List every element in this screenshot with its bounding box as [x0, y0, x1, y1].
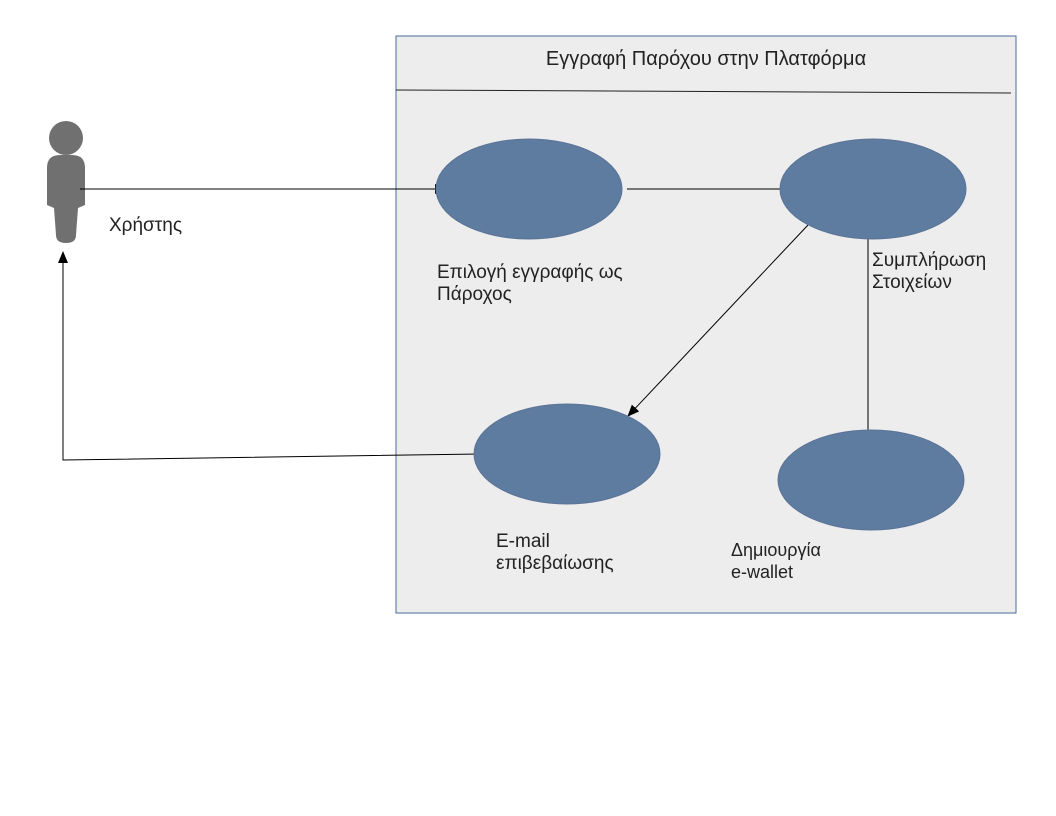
system-boundary — [395, 35, 1017, 614]
use-case-label-line: Πάροχος — [437, 284, 512, 305]
use-case-select-provider — [435, 138, 623, 240]
use-case-label-confirm-email: E-mail επιβεβαίωσης — [496, 531, 614, 575]
use-case-label-line: Δημιουργία — [731, 540, 821, 560]
actor-icon — [47, 121, 85, 243]
use-case-label-line: επιβεβαίωσης — [496, 553, 614, 574]
use-case-label-line: e-wallet — [731, 562, 794, 582]
actor-label: Χρήστης — [109, 215, 183, 236]
use-case-label-line: Στοιχείων — [872, 272, 952, 293]
use-case-create-wallet — [777, 429, 965, 531]
use-case-label-create-wallet: Δημιουργία e-wallet — [731, 539, 821, 583]
use-case-label-select-provider: Επιλογή εγγραφής ως Πάροχος — [437, 262, 623, 306]
edge-fill-details-to-confirm-email — [627, 224, 809, 417]
use-case-label-line: Συμπλήρωση — [872, 250, 987, 271]
edge-confirm-email-to-actor — [58, 251, 481, 461]
use-case-fill-details — [779, 138, 967, 240]
system-title-divider — [395, 89, 1012, 94]
use-case-confirm-email — [473, 403, 661, 505]
use-case-label-line: Επιλογή εγγραφής ως — [437, 262, 623, 283]
use-case-label-fill-details: Συμπλήρωση Στοιχείων — [872, 250, 986, 294]
system-title: Εγγραφή Παρόχου στην Πλατφόρμα — [545, 48, 867, 70]
use-case-label-line: E-mail — [496, 531, 550, 552]
